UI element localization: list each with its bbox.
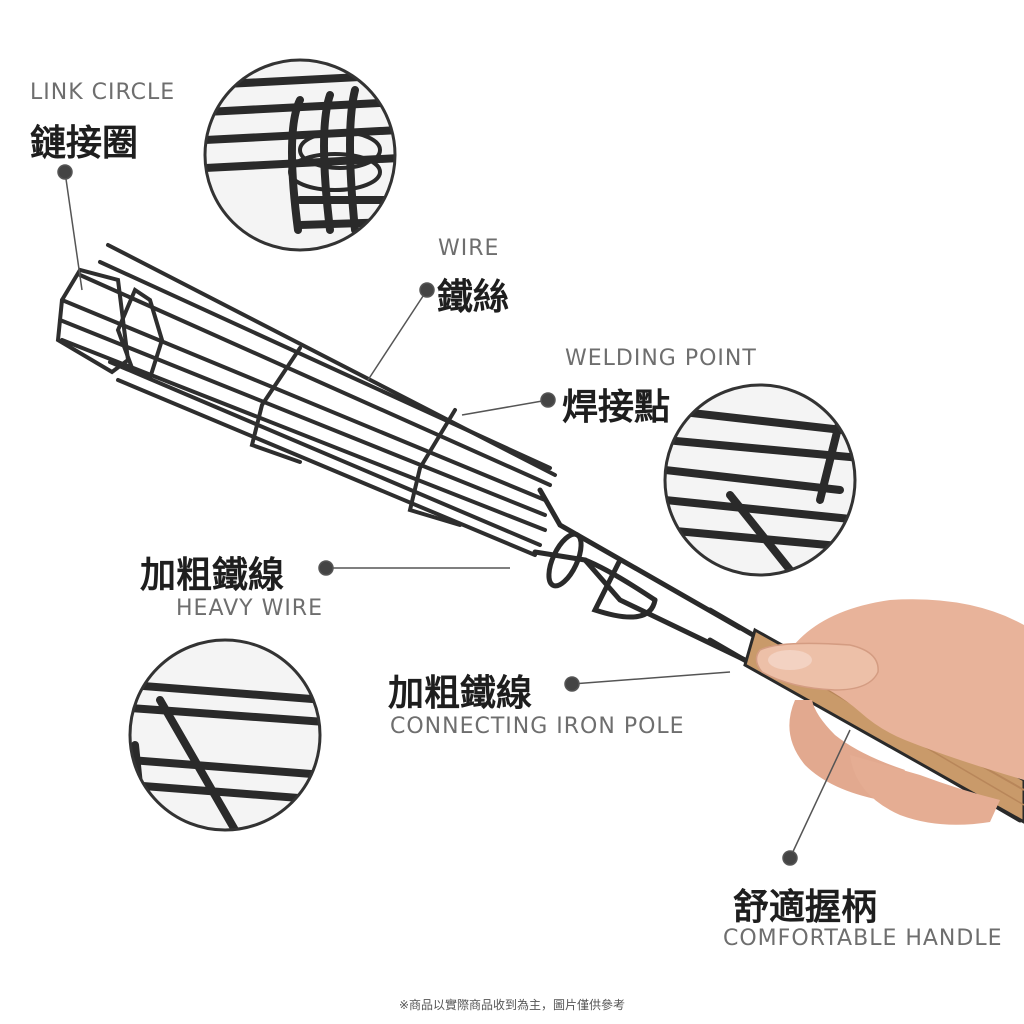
handle-label-en: COMFORTABLE HANDLE bbox=[723, 926, 1003, 951]
footnote: ※商品以實際商品收到為主，圖片僅供參考 bbox=[398, 998, 626, 1012]
iron-pole-label-zh: 加粗鐵線 bbox=[388, 673, 533, 714]
grill-basket bbox=[55, 243, 557, 557]
welding-point-label-zh: 焊接點 bbox=[562, 387, 671, 428]
handle-label-zh: 舒適握柄 bbox=[733, 887, 878, 928]
wire-label-en: WIRE bbox=[438, 236, 500, 261]
inset-welding-point bbox=[663, 383, 857, 577]
welding-point-label-en: WELDING POINT bbox=[565, 346, 757, 371]
inset-heavy-wire bbox=[128, 638, 322, 832]
link-circle-label-zh: 鏈接圈 bbox=[30, 123, 139, 164]
hand-illustration bbox=[755, 599, 1024, 825]
heavy-wire-label-en: HEAVY WIRE bbox=[176, 596, 323, 621]
heavy-wire-label-zh: 加粗鐵線 bbox=[140, 555, 285, 596]
iron-pole-label-en: CONNECTING IRON POLE bbox=[390, 714, 685, 739]
leader-lines bbox=[57, 164, 851, 866]
wire-label-zh: 鐵絲 bbox=[437, 277, 510, 318]
link-circle-label-en: LINK CIRCLE bbox=[30, 80, 176, 105]
inset-link-circle bbox=[203, 58, 397, 252]
